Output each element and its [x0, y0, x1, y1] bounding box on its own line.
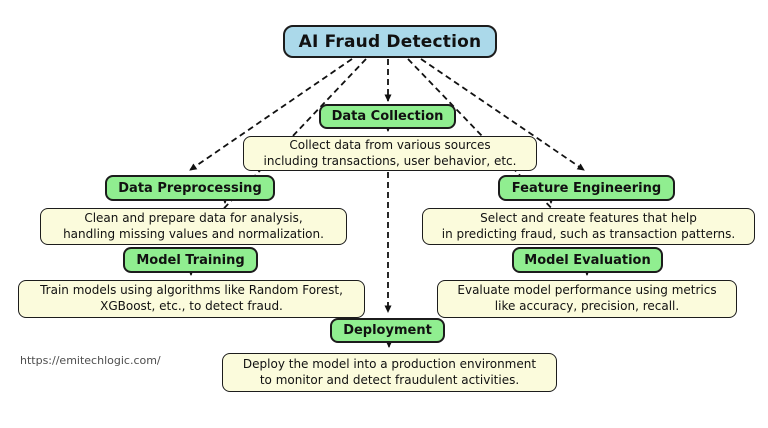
edge-root-feature-engineering — [420, 58, 585, 171]
node-data-preprocessing: Data Preprocessing — [105, 175, 275, 201]
desc-line: handling missing values and normalizatio… — [63, 226, 324, 241]
desc-line: in predicting fraud, such as transaction… — [441, 226, 736, 241]
node-ai-fraud-detection: AI Fraud Detection — [283, 25, 497, 58]
desc-line: Train models using algorithms like Rando… — [40, 283, 343, 298]
desc-line: Deploy the model into a production envir… — [242, 356, 537, 371]
desc-feature-engineering: Select and create features that help in … — [422, 208, 755, 245]
desc-data-collection: Collect data from various sources includ… — [243, 136, 537, 171]
desc-line: Evaluate model performance using metrics — [457, 283, 717, 298]
desc-model-evaluation: Evaluate model performance using metrics… — [437, 280, 737, 318]
edge-root-data-preprocessing — [189, 58, 353, 171]
node-model-evaluation: Model Evaluation — [512, 247, 663, 273]
desc-line: Select and create features that help — [480, 210, 697, 225]
desc-line: Collect data from various sources — [289, 137, 491, 152]
desc-deployment: Deploy the model into a production envir… — [222, 353, 557, 392]
node-feature-engineering: Feature Engineering — [498, 175, 675, 201]
node-model-training: Model Training — [123, 247, 258, 273]
desc-line: to monitor and detect fraudulent activit… — [259, 372, 520, 387]
desc-line: Clean and prepare data for analysis, — [84, 210, 303, 225]
desc-line: XGBoost, etc., to detect fraud. — [100, 299, 283, 313]
desc-data-preprocessing: Clean and prepare data for analysis, han… — [40, 208, 347, 245]
watermark-url: https://emitechlogic.com/ — [20, 354, 161, 367]
node-deployment: Deployment — [330, 318, 445, 343]
desc-line: including transactions, user behavior, e… — [263, 153, 517, 168]
node-data-collection: Data Collection — [319, 104, 456, 129]
desc-line: like accuracy, precision, recall. — [494, 299, 680, 313]
desc-model-training: Train models using algorithms like Rando… — [18, 280, 365, 318]
